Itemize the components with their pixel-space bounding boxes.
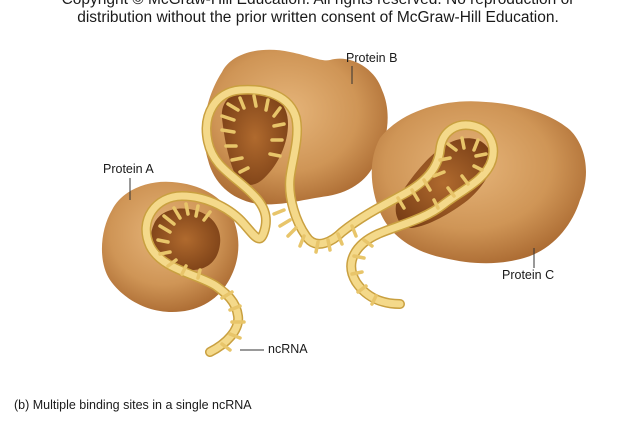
protein-a-label: Protein A — [103, 162, 154, 176]
figure-caption: (b) Multiple binding sites in a single n… — [14, 398, 252, 412]
protein-b-label: Protein B — [346, 51, 397, 65]
protein-c-label: Protein C — [502, 268, 554, 282]
ncrna-label: ncRNA — [268, 342, 308, 356]
